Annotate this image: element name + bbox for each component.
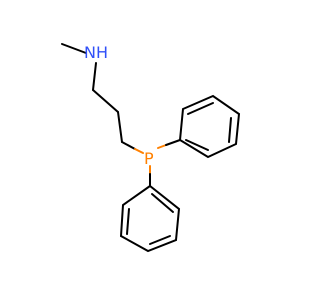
bond-c1-c2 bbox=[92, 89, 119, 113]
atom-label-p: P bbox=[144, 149, 154, 168]
phenyl-ring-upper-double-1 bbox=[187, 102, 214, 115]
phenyl-ring-upper-double-3 bbox=[185, 139, 209, 151]
bond-c3-p bbox=[121, 141, 136, 150]
bond-n-c1 bbox=[92, 62, 97, 91]
phenyl-ring-lower-double-2 bbox=[149, 235, 171, 245]
bond-c2-c3 bbox=[117, 111, 123, 143]
molecule-structure: NH P bbox=[61, 43, 241, 253]
atom-label-nh: NH bbox=[84, 43, 108, 62]
phenyl-ring-lower-double-1 bbox=[126, 208, 130, 235]
phenyl-ring-upper bbox=[178, 94, 241, 159]
phenyl-ring-upper-double-2 bbox=[228, 117, 232, 143]
molecule-diagram: NH P bbox=[61, 43, 241, 253]
phenyl-ring-lower-double-3 bbox=[151, 193, 174, 213]
bond-c3-p-colored bbox=[134, 148, 144, 154]
bond-lines bbox=[61, 43, 241, 253]
bond-methyl-n bbox=[61, 43, 87, 54]
bond-p-phenyl1-colored bbox=[157, 144, 167, 149]
phenyl-ring-lower bbox=[119, 184, 181, 253]
bond-p-phenyl1 bbox=[165, 139, 181, 146]
